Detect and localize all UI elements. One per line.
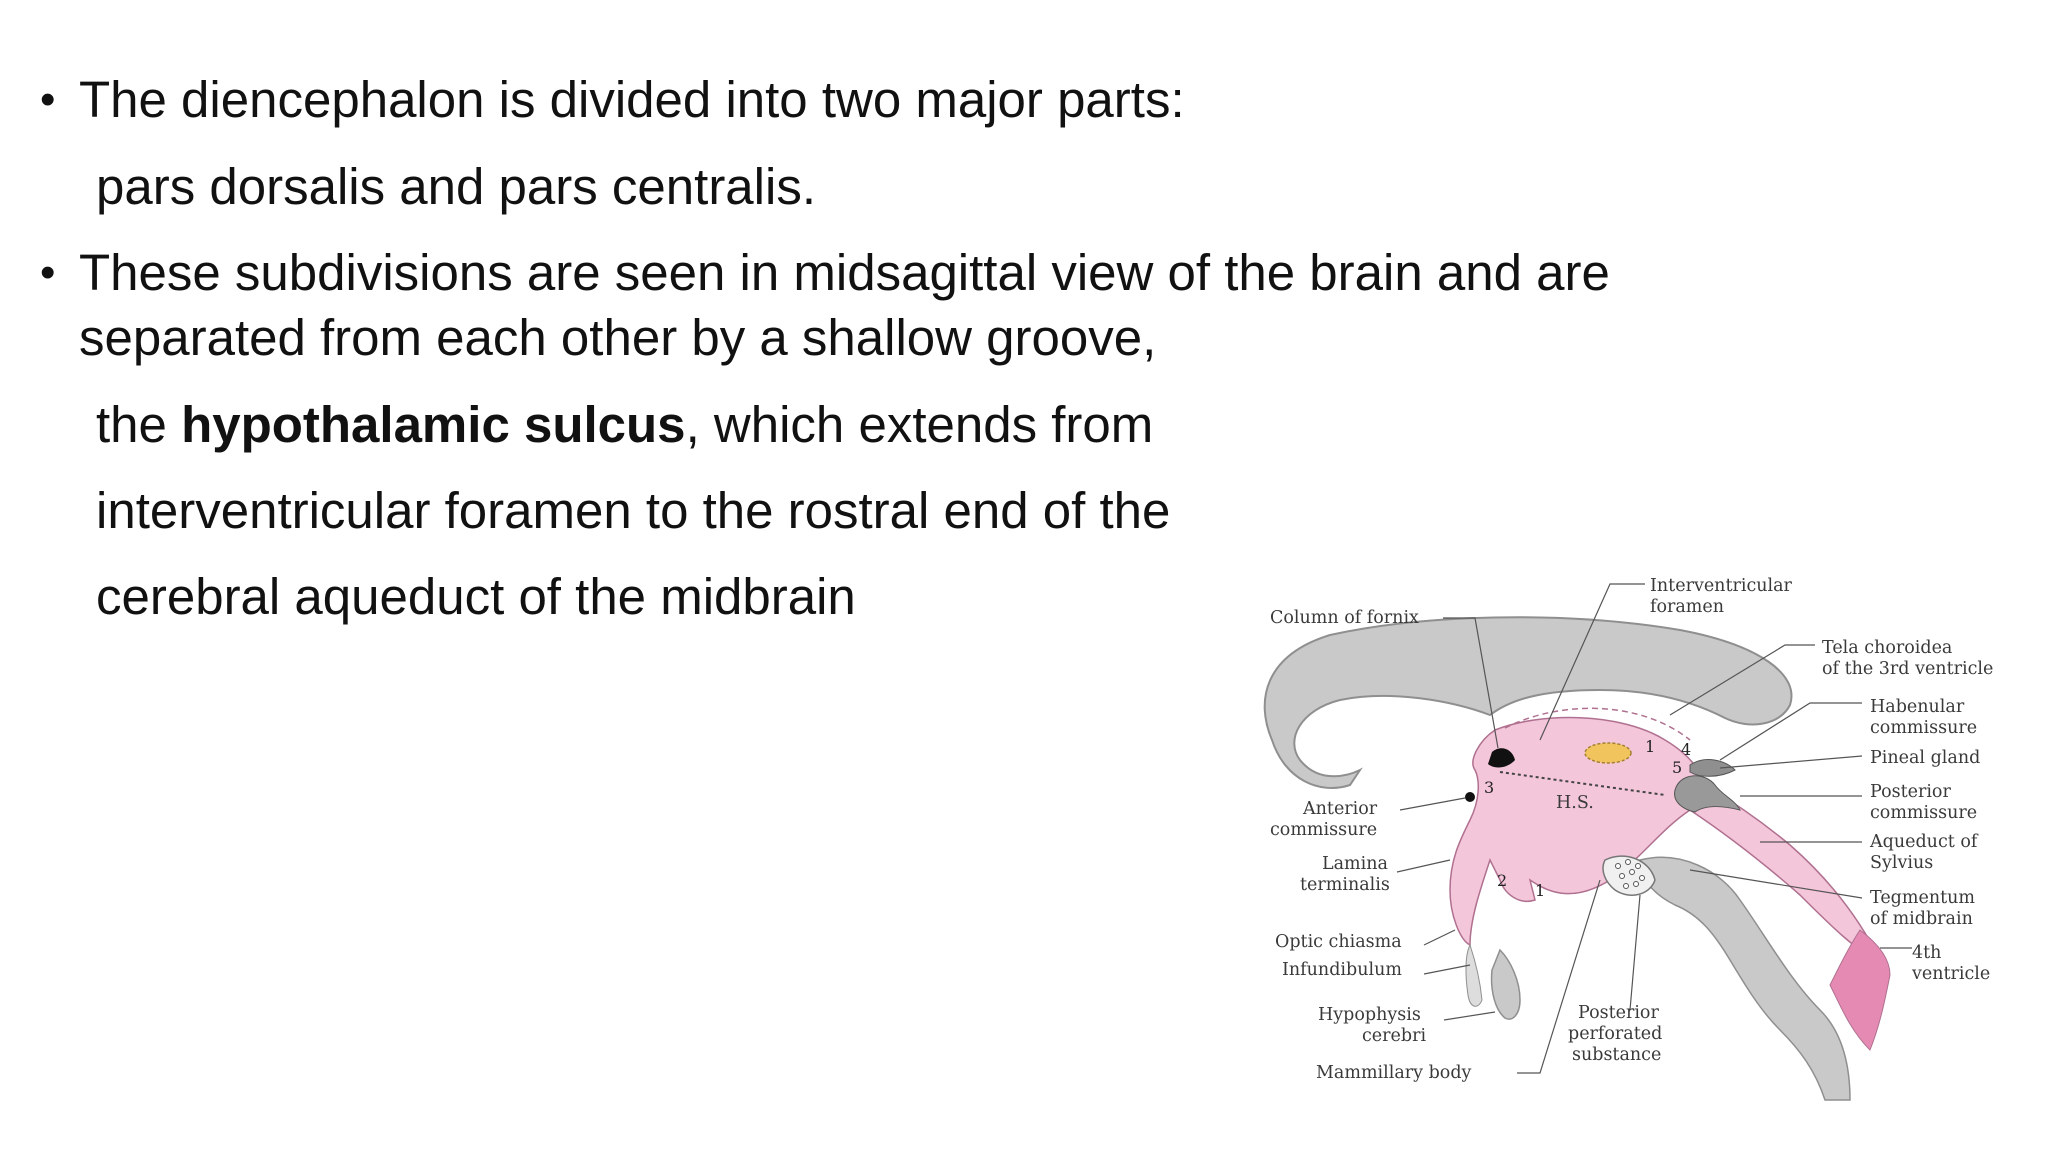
leader-lines [1396, 583, 1912, 1074]
label-post-perf-1: Posterior [1578, 1003, 1659, 1023]
interventricular-foramen-mark [1488, 748, 1515, 768]
label-fourth-1: 4th [1912, 943, 1941, 963]
label-aqueduct-2: Sylvius [1870, 853, 1933, 873]
label-tegmentum-1: Tegmentum [1870, 888, 1975, 908]
text-prefix: the [96, 396, 182, 453]
region-number-2: 2 [1497, 871, 1507, 890]
corpus-callosum-shape [1263, 616, 1793, 789]
label-lamina-2: terminalis [1300, 875, 1390, 895]
infundibulum-stalk [1465, 943, 1483, 1007]
label-column-of-fornix: Column of fornix [1270, 608, 1419, 628]
bullet-2-line-3: the hypothalamic sulcus, which extends f… [96, 395, 1153, 455]
perforated-dots [1615, 859, 1645, 889]
label-hs: H.S. [1556, 793, 1594, 813]
bullet-dot: • [40, 248, 56, 297]
text-suffix: , which extends from [685, 396, 1154, 453]
bullet-2-line-1: These subdivisions are seen in midsagitt… [79, 244, 1610, 301]
label-posterior-comm-1: Posterior [1870, 782, 1951, 802]
region-number-3: 3 [1484, 778, 1494, 797]
interthalamic-adhesion [1584, 742, 1632, 764]
fourth-ventricle-shape [1829, 929, 1891, 1051]
anterior-commissure-dot [1465, 792, 1475, 802]
region-number-1b: 1 [1535, 881, 1545, 900]
label-tegmentum-2: of midbrain [1870, 909, 1973, 929]
label-aqueduct-1: Aqueduct of [1869, 832, 1979, 852]
label-tela-1: Tela choroidea [1822, 638, 1952, 658]
label-pineal: Pineal gland [1870, 748, 1980, 768]
bullet-2-line-4: interventricular foramen to the rostral … [96, 482, 1171, 539]
hypophysis-shape [1490, 948, 1521, 1020]
label-interventricular-1: Interventricular [1650, 576, 1793, 596]
label-hypophysis-1: Hypophysis [1318, 1005, 1421, 1025]
label-post-perf-2: perforated [1568, 1024, 1662, 1044]
bullet-2-line-2: separated from each other by a shallow g… [79, 309, 1157, 366]
label-hypophysis-2: cerebri [1362, 1026, 1426, 1046]
label-anterior-comm-2: commissure [1270, 820, 1377, 840]
tela-choroidea-roof [1504, 707, 1691, 741]
third-ventricle-shape [1449, 716, 1882, 962]
label-habenular-2: commissure [1870, 718, 1977, 738]
pineal-gland-shape [1689, 759, 1736, 777]
label-habenular-1: Habenular [1870, 697, 1965, 717]
region-number-5: 5 [1672, 758, 1682, 777]
region-number-1: 1 [1645, 737, 1655, 756]
label-anterior-comm-1: Anterior [1302, 799, 1378, 819]
label-post-perf-3: substance [1572, 1045, 1661, 1065]
hypothalamic-sulcus-line [1499, 771, 1666, 796]
label-interventricular-2: foramen [1650, 597, 1724, 617]
bullet-1-line-2: pars dorsalis and pars centralis. [96, 158, 817, 215]
label-fourth-2: ventricle [1911, 964, 1990, 984]
bullet-1-line-1: The diencephalon is divided into two maj… [79, 71, 1185, 128]
label-lamina-1: Lamina [1322, 854, 1388, 874]
bullet-dot: • [40, 75, 56, 124]
label-infundibulum: Infundibulum [1282, 960, 1402, 980]
label-posterior-comm-2: commissure [1870, 803, 1977, 823]
midbrain-shape [1639, 856, 1851, 1101]
hypothalamic-sulcus-term: hypothalamic sulcus [181, 396, 686, 453]
label-tela-2: of the 3rd ventricle [1822, 659, 1993, 679]
posterior-commissure-shape [1674, 775, 1741, 813]
bullet-2-line-5: cerebral aqueduct of the midbrain [96, 568, 856, 625]
label-mammillary: Mammillary body [1316, 1063, 1472, 1083]
label-optic-chiasma: Optic chiasma [1275, 932, 1402, 952]
region-number-4: 4 [1681, 740, 1691, 759]
